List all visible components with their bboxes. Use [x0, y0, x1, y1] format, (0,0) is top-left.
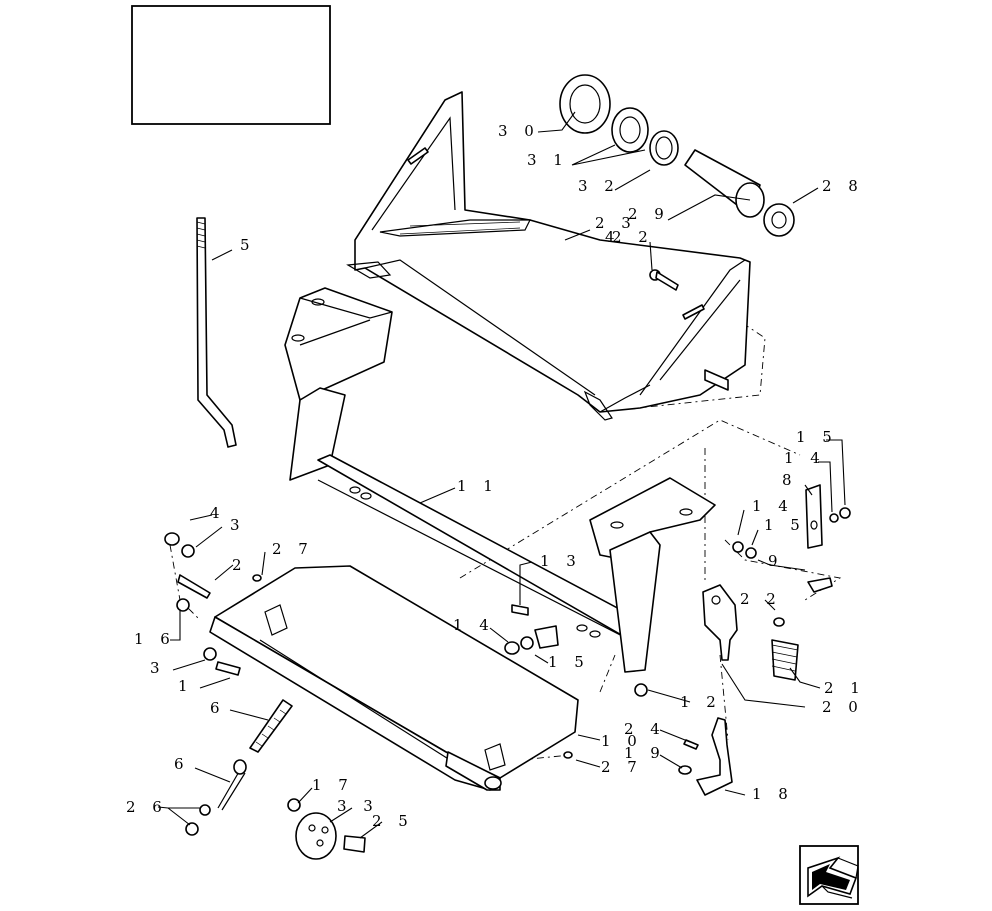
callout-24: 2 4: [624, 720, 666, 738]
callout-8: 8: [782, 471, 798, 489]
callout-23: 2 3: [595, 214, 637, 232]
callout-13: 1 3: [540, 552, 582, 570]
callout-3-bottom: 3: [150, 659, 166, 677]
callout-16: 1 6: [134, 630, 176, 648]
callout-30: 3 0: [498, 122, 540, 140]
callout-labels: 3 0 3 1 3 2 2 8 2 9 2 3 4 2 2 5 1 1 1 5 …: [126, 122, 866, 830]
callout-9: 9: [768, 552, 784, 570]
callout-26: 2 6: [126, 798, 168, 816]
pulley-parts: [559, 74, 795, 237]
fasteners: [164, 269, 851, 853]
deflector-plate: [209, 565, 579, 791]
callout-2: 2: [232, 556, 248, 574]
main-frame: [289, 387, 716, 673]
callout-5: 5: [240, 236, 256, 254]
callout-15-bottom: 1 5: [548, 653, 590, 671]
rod-5: [196, 217, 237, 448]
callout-14-mid: 1 4: [752, 497, 794, 515]
callout-11: 1 1: [457, 477, 499, 495]
callout-27-bottom: 2 7: [601, 758, 643, 776]
callout-20: 2 0: [822, 698, 864, 716]
counterweight: [295, 812, 337, 860]
callout-12: 1 2: [680, 693, 722, 711]
callout-6-hook: 6: [174, 755, 190, 773]
callout-31: 3 1: [527, 151, 569, 169]
callout-19: 1 9: [624, 744, 666, 762]
next-page-nav[interactable]: [799, 845, 859, 905]
callout-15-right: 1 5: [796, 428, 838, 446]
callout-6-spring: 6: [210, 699, 226, 717]
callout-27-top: 2 7: [272, 540, 314, 558]
callout-4-left: 4: [210, 504, 226, 522]
callout-14-right: 1 4: [784, 449, 826, 467]
callout-17: 1 7: [312, 776, 354, 794]
callout-3-top: 3: [230, 516, 246, 534]
left-upper-bracket: [284, 287, 393, 401]
upper-chute: [346, 91, 751, 421]
callout-4-top: 4: [605, 228, 621, 246]
callout-29: 2 9: [628, 205, 670, 223]
callout-18: 1 8: [752, 785, 794, 803]
callout-14-bottom: 1 4: [453, 616, 495, 634]
callout-28: 2 8: [822, 177, 864, 195]
callout-15-mid: 1 5: [764, 516, 806, 534]
title-box: [131, 5, 331, 125]
callout-22-right: 2 2: [740, 590, 782, 608]
leader-lines: [157, 111, 846, 839]
right-hinge-parts: [696, 484, 823, 796]
callout-21: 2 1: [824, 679, 866, 697]
callout-22-top: 2 2: [612, 228, 654, 246]
callout-1: 1: [178, 677, 194, 695]
spring-and-hook: [217, 699, 293, 811]
callout-33: 3 3: [337, 797, 379, 815]
callout-10: 1 0: [601, 732, 643, 750]
callout-25: 2 5: [372, 812, 414, 830]
callout-32: 3 2: [578, 177, 620, 195]
